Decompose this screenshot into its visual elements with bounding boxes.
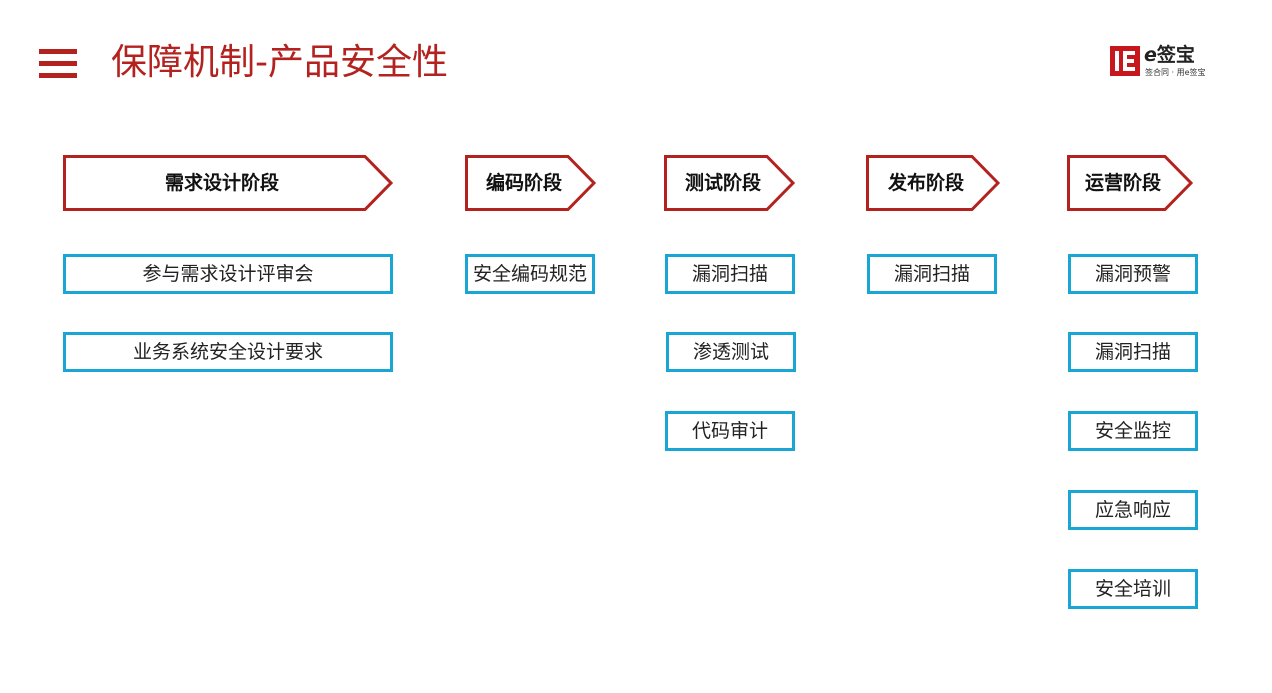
esign-logo-mark-icon bbox=[1110, 46, 1140, 76]
stage-item: 参与需求设计评审会 bbox=[63, 254, 393, 294]
stage-arrow-shape bbox=[664, 155, 796, 211]
stage-item: 安全监控 bbox=[1068, 411, 1198, 451]
logo: e签宝 签合同 · 用e签宝 bbox=[1110, 43, 1230, 80]
stage-arrow-release: 发布阶段 bbox=[866, 155, 1001, 211]
logo-name-rest: 签宝 bbox=[1156, 44, 1195, 66]
stage-item: 业务系统安全设计要求 bbox=[63, 332, 393, 372]
stage-item: 漏洞扫描 bbox=[867, 254, 997, 294]
stage-item: 应急响应 bbox=[1068, 490, 1198, 530]
stage-arrow-coding: 编码阶段 bbox=[465, 155, 597, 211]
stage-item: 安全编码规范 bbox=[465, 254, 595, 294]
stage-item: 代码审计 bbox=[665, 411, 795, 451]
stage-label: 发布阶段 bbox=[887, 172, 964, 194]
stage-label: 编码阶段 bbox=[485, 172, 562, 194]
stage-label: 需求设计阶段 bbox=[164, 172, 279, 194]
stage-arrow-shape bbox=[1067, 155, 1194, 211]
stage-arrow-testing: 测试阶段 bbox=[664, 155, 796, 211]
stage-item: 漏洞预警 bbox=[1068, 254, 1198, 294]
stage-label: 测试阶段 bbox=[684, 172, 761, 194]
page-title: 保障机制-产品安全性 bbox=[111, 42, 448, 83]
stage-arrow-shape bbox=[866, 155, 1001, 211]
stage-item: 渗透测试 bbox=[666, 332, 796, 372]
logo-slogan: 签合同 · 用e签宝 bbox=[1145, 68, 1206, 77]
stage-arrow-operations: 运营阶段 bbox=[1067, 155, 1194, 211]
logo-name-e: e bbox=[1144, 44, 1157, 66]
stage-item: 漏洞扫描 bbox=[665, 254, 795, 294]
logo-name: e签宝 bbox=[1144, 43, 1195, 67]
stage-arrow-shape bbox=[465, 155, 597, 211]
hamburger-menu-icon[interactable] bbox=[39, 47, 77, 80]
stage-item: 漏洞扫描 bbox=[1068, 332, 1198, 372]
stage-arrow-shape bbox=[63, 155, 394, 211]
stage-arrow-requirements: 需求设计阶段 bbox=[63, 155, 394, 211]
stage-item: 安全培训 bbox=[1068, 569, 1198, 609]
stage-label: 运营阶段 bbox=[1084, 172, 1161, 194]
